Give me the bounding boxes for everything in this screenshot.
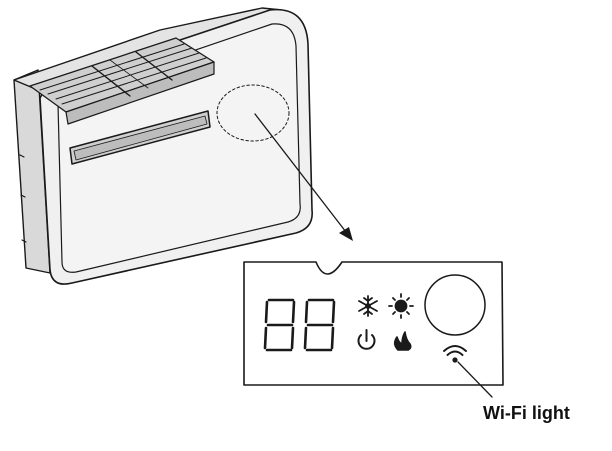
front-air-vent bbox=[69, 110, 211, 165]
wifi-callout-line bbox=[457, 361, 493, 398]
top-air-grille bbox=[29, 37, 215, 125]
pointer-arrowhead bbox=[339, 227, 353, 241]
control-button-circle bbox=[424, 274, 486, 336]
seven-segment-display bbox=[263, 298, 336, 352]
pointer-arrow bbox=[254, 113, 347, 233]
panel-highlight-ellipse bbox=[216, 84, 290, 142]
wifi-icon bbox=[443, 345, 467, 363]
sun-icon bbox=[388, 293, 414, 319]
fan-icon bbox=[393, 331, 412, 351]
unit-side-details bbox=[19, 154, 27, 243]
air-conditioner-unit bbox=[13, 7, 313, 285]
power-icon bbox=[357, 329, 376, 350]
snowflake-icon bbox=[358, 295, 378, 317]
wifi-light-label: Wi-Fi light bbox=[483, 403, 570, 423]
display-digit-2 bbox=[303, 298, 336, 352]
control-panel bbox=[243, 261, 504, 398]
display-digit-1 bbox=[263, 298, 296, 352]
